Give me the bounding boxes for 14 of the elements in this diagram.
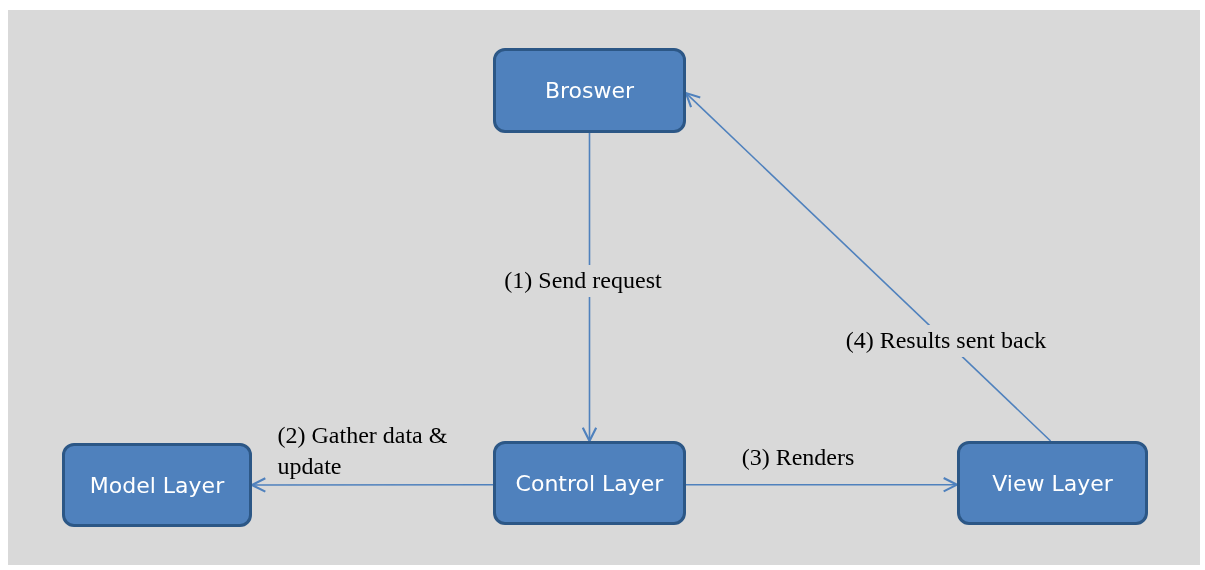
edge-label: (4) Results sent back <box>843 325 1049 357</box>
node-label: Model Layer <box>89 471 225 500</box>
process-box <box>493 441 686 525</box>
node-label: View Layer <box>992 469 1113 498</box>
process-box <box>493 48 686 133</box>
arrow <box>685 476 959 493</box>
node-label: Broswer <box>544 77 635 105</box>
node-label: Control Layer <box>515 469 664 498</box>
arrow <box>581 132 598 443</box>
process-box <box>957 441 1148 525</box>
arrow <box>250 477 494 493</box>
arrow <box>684 92 1052 442</box>
edge-label: (1) Send request <box>502 265 664 297</box>
process-box <box>62 443 252 527</box>
